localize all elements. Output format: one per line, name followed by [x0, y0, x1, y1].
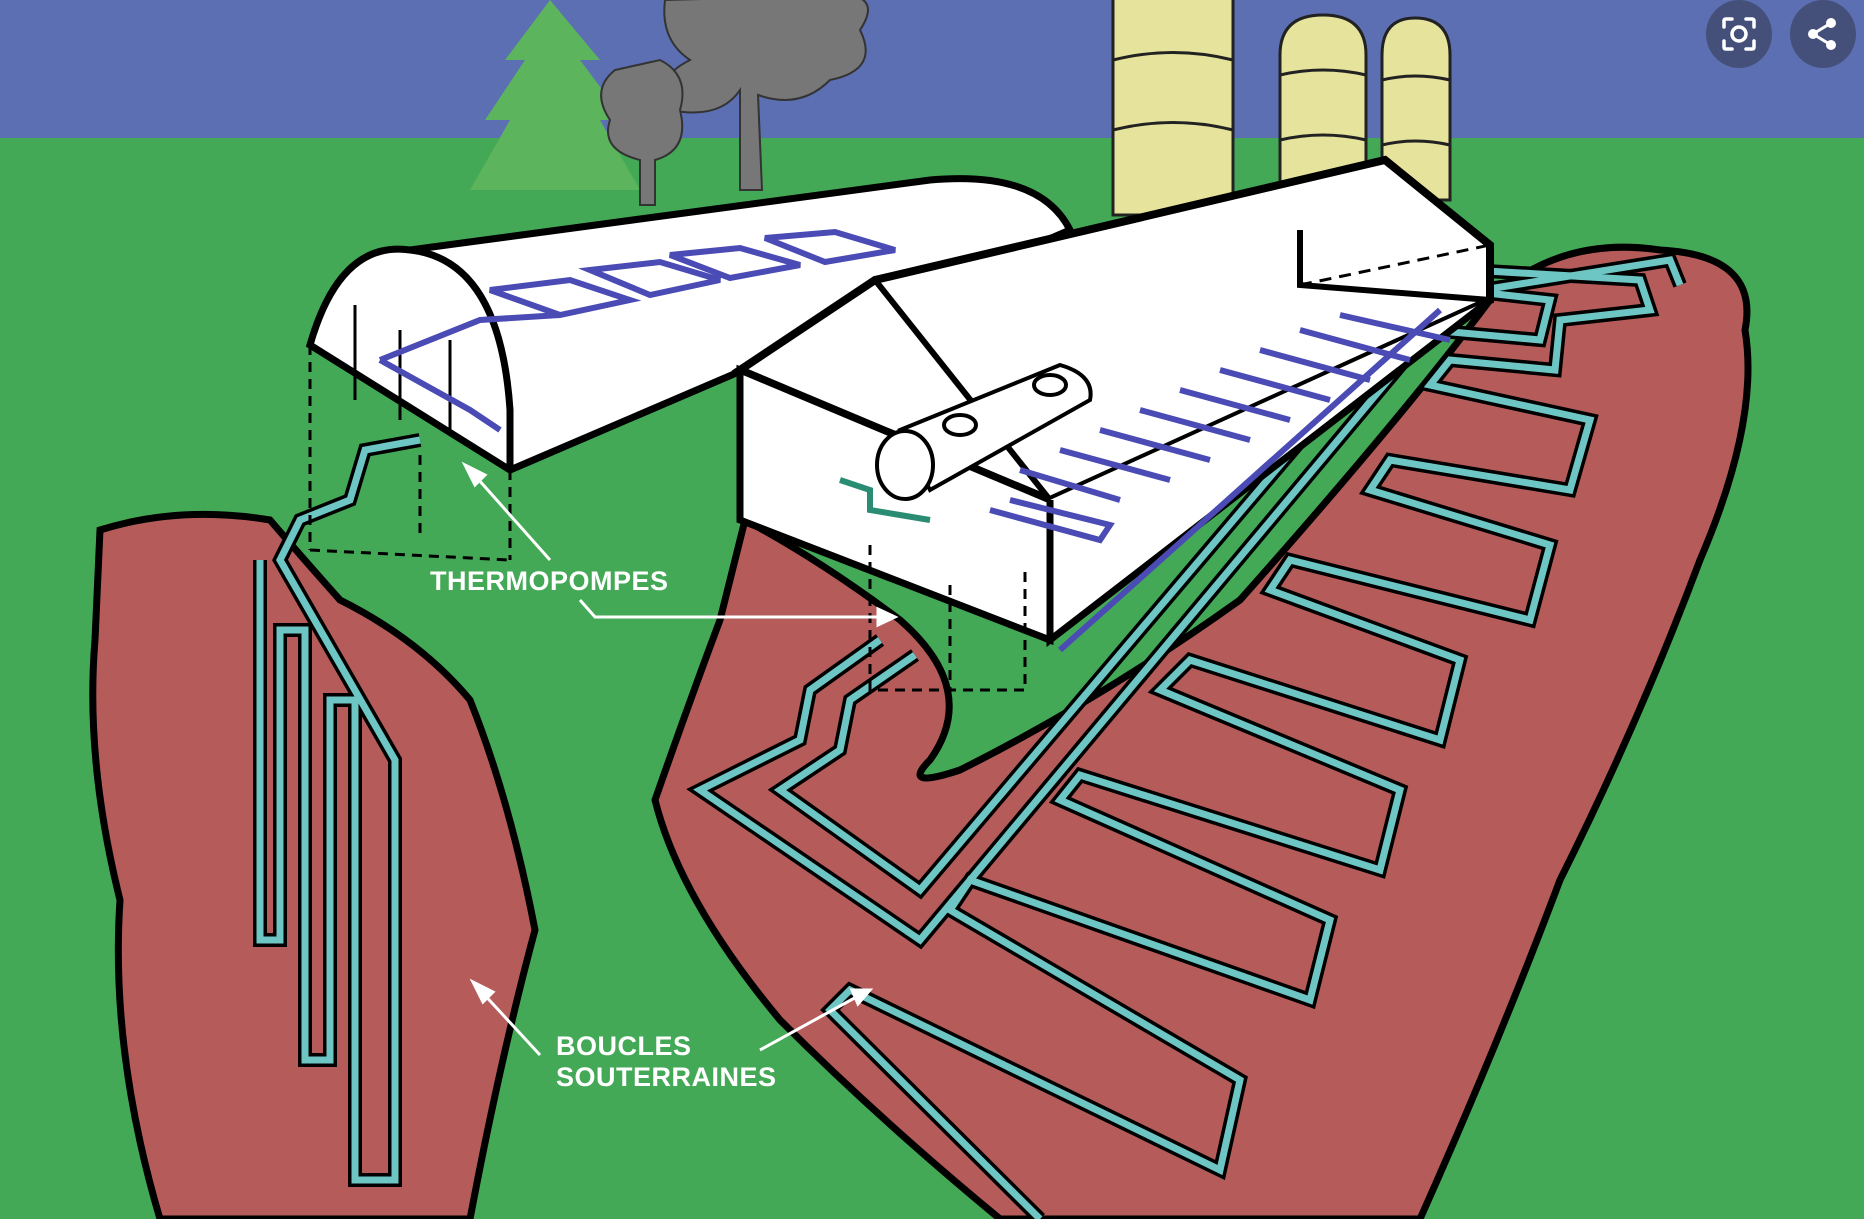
visual-search-button[interactable] [1706, 0, 1772, 68]
water-tank [875, 362, 1093, 501]
sky [0, 0, 1864, 140]
ground-loops-label: BOUCLES SOUTERRAINES [556, 1031, 777, 1093]
arrows [461, 461, 899, 1057]
share-icon [1808, 18, 1836, 50]
soil-region-right [651, 243, 1752, 1219]
share-button[interactable] [1790, 0, 1856, 68]
deciduous-trees [600, 0, 869, 206]
hoop-greenhouse [305, 175, 1075, 562]
pine-tree [470, 0, 640, 190]
ground-loops-label-line1: BOUCLES [556, 1031, 692, 1061]
lens-search-icon [1722, 17, 1756, 51]
heat-pumps-label: THERMOPOMPES [430, 566, 669, 596]
barn [731, 155, 1494, 700]
ground-loops-label-line2: SOUTERRAINES [556, 1062, 777, 1093]
silos [1111, 0, 1452, 217]
